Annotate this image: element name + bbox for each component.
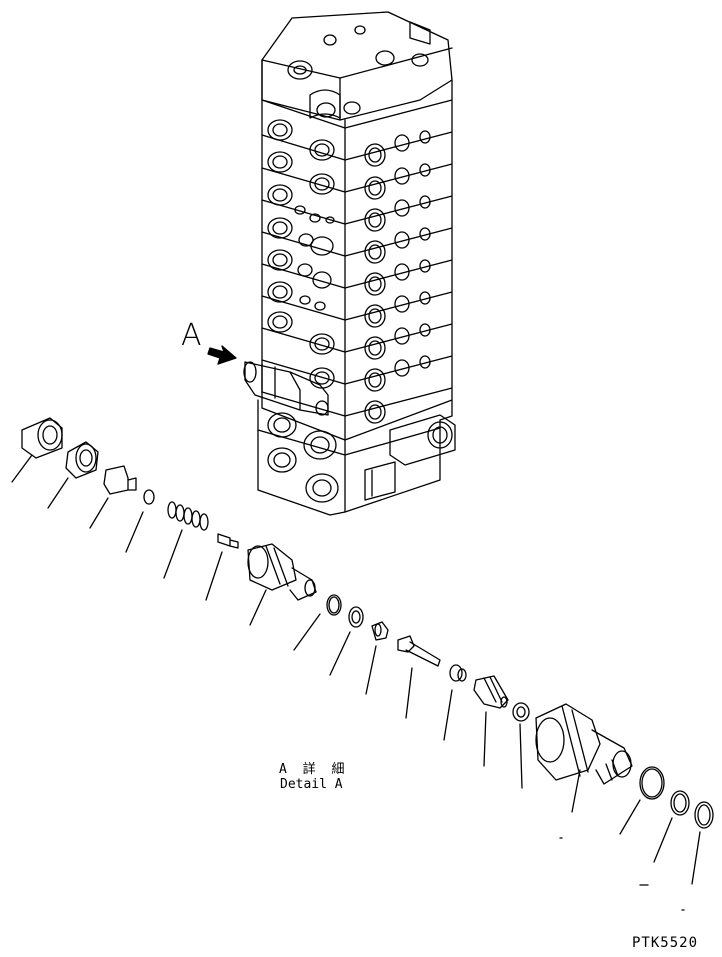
part-cap <box>12 418 62 482</box>
right-face-ports <box>365 131 430 423</box>
part-ring-nut <box>48 442 98 508</box>
spool-in-valve <box>244 362 328 415</box>
part-end-ring <box>682 802 713 910</box>
part-collar <box>444 665 466 740</box>
part-piston <box>536 704 632 838</box>
view-arrow-icon <box>208 346 236 364</box>
part-small-sleeve <box>366 622 388 694</box>
part-plug <box>90 466 136 528</box>
part-spring <box>164 502 208 578</box>
left-face-ports <box>268 120 334 388</box>
part-o-ring-large <box>620 767 664 834</box>
part-o-ring <box>294 595 341 650</box>
valve-sections <box>262 100 452 416</box>
part-washer <box>513 703 529 788</box>
detail-caption-jp: A 詳 細 <box>279 762 349 777</box>
exploded-parts <box>12 418 713 910</box>
part-sleeve <box>474 676 508 766</box>
detail-caption-en: Detail A <box>280 777 343 792</box>
part-rod <box>398 636 440 718</box>
control-valve-assembly <box>244 12 455 515</box>
drawing-code: PTK5520 <box>632 935 699 951</box>
part-pin <box>206 534 238 600</box>
part-backup-ring-large <box>640 791 689 885</box>
part-backup-ring <box>330 607 363 675</box>
view-label: A <box>181 318 202 353</box>
part-o-ring-small <box>126 490 154 552</box>
part-spool-body <box>248 544 316 625</box>
